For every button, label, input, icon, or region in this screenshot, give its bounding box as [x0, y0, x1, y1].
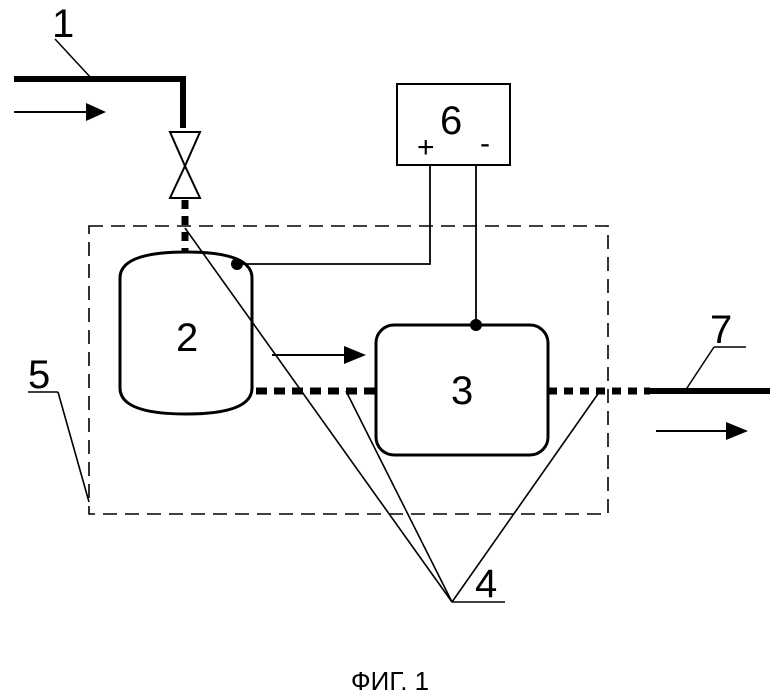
connections-leaders [185, 228, 600, 602]
minus-terminal-label: - [480, 127, 490, 160]
inlet-flow-arrow [14, 103, 106, 121]
outlet-leader [685, 347, 714, 391]
label-inlet-pipe: 1 [52, 2, 74, 46]
unit-terminal-dot [470, 319, 482, 331]
valve-icon [170, 132, 200, 198]
plus-terminal-label: + [417, 131, 435, 164]
positive-wire [237, 165, 430, 264]
figure-caption: ФИГ. 1 [351, 666, 429, 695]
inlet-pipe [14, 79, 183, 128]
tank-to-unit-arrow [272, 346, 366, 364]
outlet-flow-arrow [656, 422, 748, 440]
tank-terminal-dot [231, 258, 243, 270]
label-tank: 2 [176, 316, 198, 360]
label-power-source: 6 [440, 99, 462, 143]
label-connections: 4 [475, 562, 497, 606]
enclosure-leader [28, 392, 89, 502]
label-unit: 3 [451, 369, 473, 413]
label-outlet-pipe: 7 [710, 308, 732, 352]
label-enclosure: 5 [28, 353, 50, 397]
enclosure-boundary [89, 226, 608, 514]
